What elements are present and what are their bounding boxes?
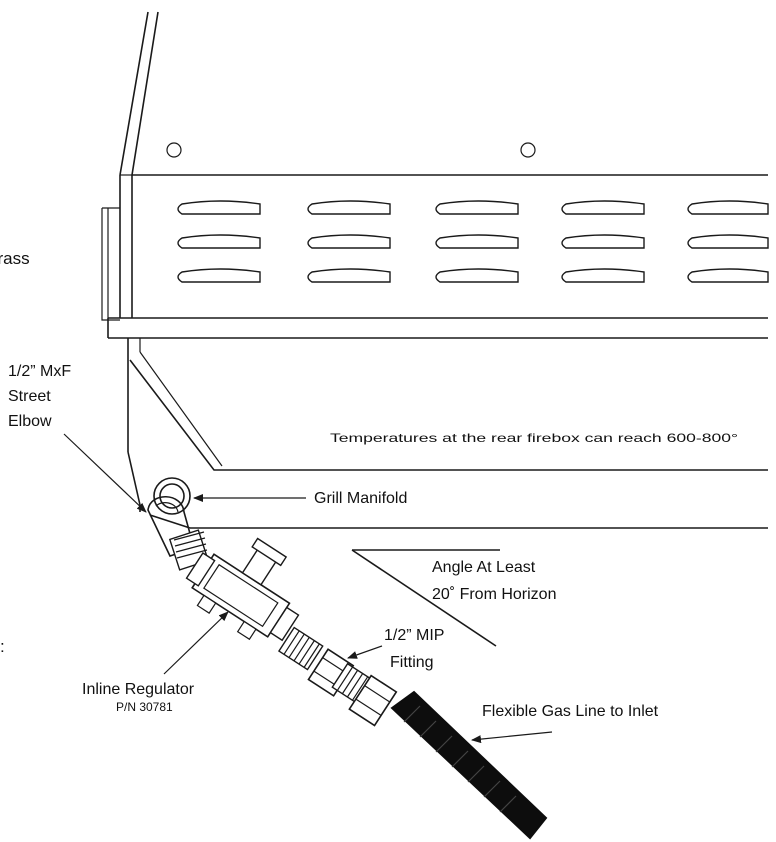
vent-slot bbox=[561, 200, 645, 215]
angle-indicator bbox=[351, 549, 500, 647]
vent-slot bbox=[687, 234, 769, 249]
mip-arrow bbox=[347, 645, 383, 659]
vent-slot bbox=[561, 234, 645, 249]
mounting-hole bbox=[166, 142, 182, 158]
grill-manifold-label: Grill Manifold bbox=[314, 490, 407, 507]
vent-slot bbox=[307, 234, 391, 249]
manifold-pipe bbox=[153, 477, 191, 515]
elbow-label-line3: Elbow bbox=[8, 413, 52, 430]
angle-label-line2: 20˚ From Horizon bbox=[432, 586, 556, 603]
vent-slot bbox=[435, 200, 519, 215]
vent-slot bbox=[177, 268, 261, 283]
vent-slot bbox=[435, 268, 519, 283]
flex-line-arrow bbox=[471, 731, 553, 744]
vent-slot bbox=[307, 268, 391, 283]
grill-body bbox=[101, 11, 768, 529]
flex-line-label: Flexible Gas Line to Inlet bbox=[482, 703, 659, 720]
regulator-label: Inline Regulator bbox=[82, 681, 195, 698]
angle-label-line1: Angle At Least bbox=[432, 559, 536, 576]
elbow-arrow bbox=[63, 433, 147, 513]
vent-slots bbox=[177, 200, 769, 283]
vent-slot bbox=[435, 234, 519, 249]
vent-slot bbox=[687, 268, 769, 283]
inline-regulator bbox=[185, 537, 300, 642]
regulator-arrow bbox=[163, 611, 229, 675]
elbow-label-line2: Street bbox=[8, 388, 51, 405]
partial-label-top: brass bbox=[0, 249, 30, 268]
mip-label-line2: Fitting bbox=[390, 654, 434, 671]
leader-arrows bbox=[63, 433, 553, 744]
vent-slot bbox=[687, 200, 769, 215]
vent-slot bbox=[177, 200, 261, 215]
elbow-label-line1: 1/2” MxF bbox=[8, 363, 71, 380]
temperature-note: Temperatures at the rear firebox can rea… bbox=[330, 431, 738, 445]
hose-nut bbox=[348, 674, 398, 727]
vent-slot bbox=[561, 268, 645, 283]
mip-label-line1: 1/2” MIP bbox=[384, 627, 444, 644]
vent-slot bbox=[307, 200, 391, 215]
mounting-hole bbox=[520, 142, 536, 158]
regulator-part-number: P/N 30781 bbox=[116, 700, 173, 714]
flexible-gas-line bbox=[390, 690, 548, 840]
vent-slot bbox=[177, 234, 261, 249]
partial-label-bottom: : bbox=[0, 637, 5, 656]
pipe-nipple bbox=[277, 626, 324, 671]
